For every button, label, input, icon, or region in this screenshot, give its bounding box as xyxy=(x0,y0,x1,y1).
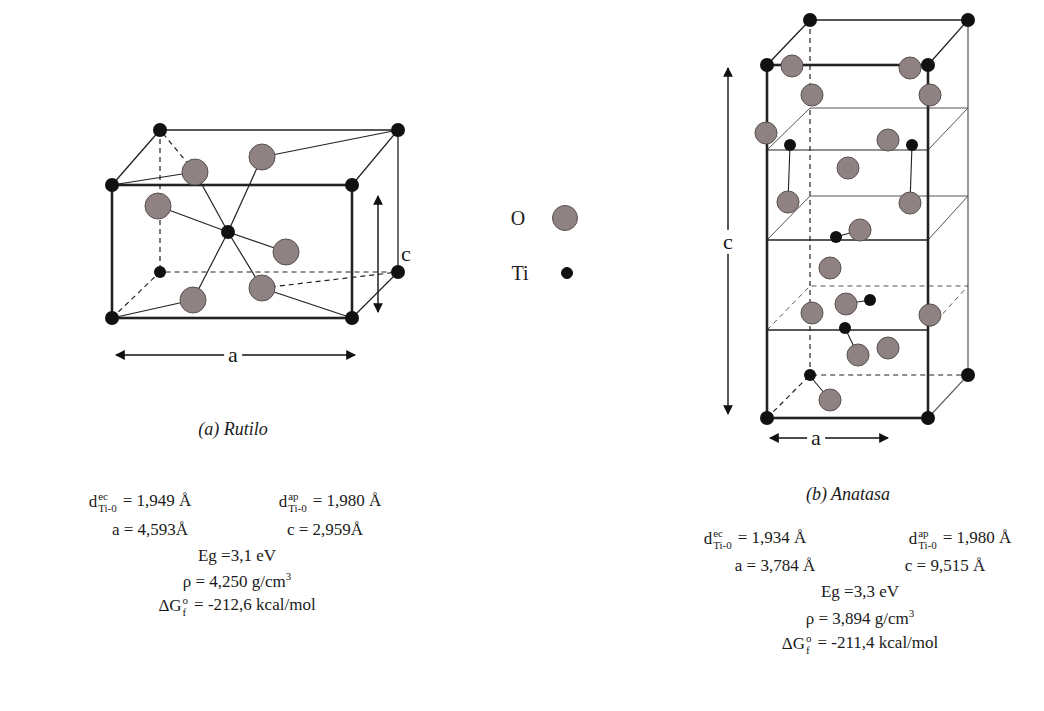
text-line: a = 4,593Å xyxy=(112,521,188,540)
label-text: o xyxy=(806,633,812,645)
script-pair: ecTi-0 xyxy=(713,528,732,551)
text-line: ρ = 4,250 g/cm3 xyxy=(183,570,292,591)
label-text: ΔG xyxy=(782,634,805,653)
legend-text: O xyxy=(511,207,525,230)
label-text: ec xyxy=(98,491,117,503)
label-text: Ti-0 xyxy=(918,540,937,552)
script-pair: of xyxy=(183,595,189,618)
dimension-arrow xyxy=(770,437,888,438)
text-line: c xyxy=(719,230,737,254)
label-text: Ti-0 xyxy=(713,540,732,552)
label-text: Eg =3,3 eV xyxy=(821,582,899,601)
label-text: f xyxy=(183,607,189,619)
label-text: o xyxy=(183,595,189,607)
label-text: d xyxy=(89,492,98,511)
label-text: = 1,980 Å xyxy=(313,492,382,511)
label-text: Eg =3,1 eV xyxy=(198,546,276,565)
dimension-arrow xyxy=(377,196,378,312)
label-text: a xyxy=(811,425,821,450)
label-text: d xyxy=(279,492,288,511)
label-text: a xyxy=(228,342,238,367)
label-text: = -211,4 kcal/mol xyxy=(817,634,938,653)
label-text: = 1,934 Å xyxy=(738,529,807,548)
label-text: = -212,6 kcal/mol xyxy=(194,596,315,615)
label-text: 3 xyxy=(909,607,915,619)
text-line: c = 9,515 Å xyxy=(905,557,985,576)
label-text: = 1,980 Å xyxy=(943,529,1012,548)
text-line: a xyxy=(224,343,242,367)
text-line: dapTi-0 = 1,980 Å xyxy=(909,528,1012,551)
label-text: 3 xyxy=(286,570,292,582)
text-line: (a) Rutilo xyxy=(198,420,268,440)
text-line: decTi-0 = 1,949 Å xyxy=(89,491,192,514)
label-text: (b) Anatasa xyxy=(806,484,890,504)
rutile-cell xyxy=(112,130,398,318)
text-line: Eg =3,3 eV xyxy=(821,583,899,602)
titanium-atoms xyxy=(760,13,975,425)
label-text: d xyxy=(909,529,918,548)
label-text: c = 2,959Å xyxy=(287,520,363,539)
label-text: ρ = 4,250 g/cm xyxy=(183,572,286,591)
label-text: c = 9,515 Å xyxy=(905,556,985,575)
label-text: a = 3,784 Å xyxy=(735,556,815,575)
label-text: c xyxy=(723,229,733,254)
titanium-atoms xyxy=(105,123,405,325)
script-pair: apTi-0 xyxy=(918,528,937,551)
legend-swatch xyxy=(561,267,573,279)
label-text: a = 4,593Å xyxy=(112,520,188,539)
label-text: = 1,949 Å xyxy=(123,492,192,511)
script-pair: of xyxy=(806,633,812,656)
text-line: c xyxy=(401,242,411,266)
label-text: d xyxy=(704,529,713,548)
text-line: ρ = 3,894 g/cm3 xyxy=(806,607,915,628)
oxygen-atoms xyxy=(145,144,299,313)
script-pair: apTi-0 xyxy=(288,491,307,514)
label-text: ρ = 3,894 g/cm xyxy=(806,609,909,628)
legend-text: Ti xyxy=(511,262,528,285)
anatase-cell xyxy=(767,20,968,418)
text-line: ΔGof = -212,6 kcal/mol xyxy=(158,595,315,618)
text-line: decTi-0 = 1,934 Å xyxy=(704,528,807,551)
text-line: Eg =3,1 eV xyxy=(198,547,276,566)
label-text: (a) Rutilo xyxy=(198,419,268,439)
label-text: f xyxy=(806,645,812,657)
legend-swatch xyxy=(552,205,578,231)
script-pair: ecTi-0 xyxy=(98,491,117,514)
text-line: dapTi-0 = 1,980 Å xyxy=(279,491,382,514)
text-line: c = 2,959Å xyxy=(287,521,363,540)
label-text: Ti-0 xyxy=(98,503,117,515)
label-text: ec xyxy=(713,528,732,540)
label-text: ΔG xyxy=(158,596,181,615)
label-text: ap xyxy=(288,491,307,503)
label-text: ap xyxy=(918,528,937,540)
text-line: a = 3,784 Å xyxy=(735,557,815,576)
text-line: ΔGof = -211,4 kcal/mol xyxy=(782,633,939,656)
text-line: a xyxy=(807,426,825,450)
label-text: c xyxy=(401,241,411,266)
label-text: Ti-0 xyxy=(288,503,307,515)
text-line: (b) Anatasa xyxy=(806,485,890,505)
oxygen-atoms xyxy=(755,55,941,411)
